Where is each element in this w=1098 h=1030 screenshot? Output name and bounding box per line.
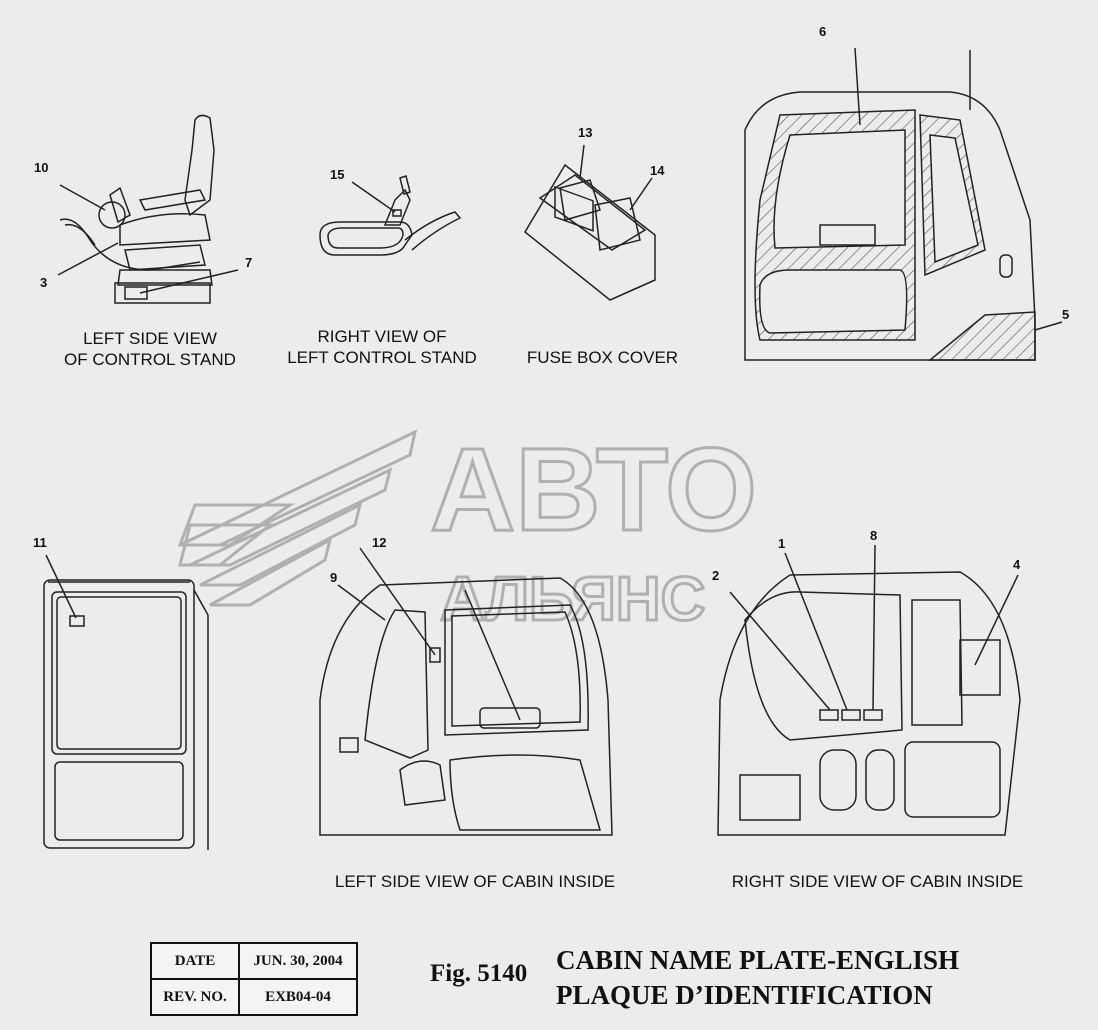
callout-3: 3 [40, 275, 48, 290]
caption-right-cabin: RIGHT SIDE VIEW OF CABIN INSIDE [731, 872, 1024, 891]
cabin-rear-drawing [43, 554, 209, 850]
caption-right-view: RIGHT VIEW OF LEFT CONTROL STAND [287, 327, 477, 367]
callout-7: 7 [245, 255, 253, 270]
caption-left-cabin: LEFT SIDE VIEW OF CABIN INSIDE [334, 872, 616, 891]
rev-value: EXB04-04 [238, 978, 358, 1016]
cabin-right-inside-drawing [717, 544, 1021, 836]
cabin-left-inside-drawing [319, 547, 613, 836]
rev-label: REV. NO. [150, 978, 240, 1016]
callout-8: 8 [870, 528, 878, 543]
watermark-logo [177, 429, 418, 607]
callout-11: 11 [33, 535, 47, 550]
figure-title: CABIN NAME PLATE-ENGLISH PLAQUE D’IDENTI… [556, 943, 959, 1013]
title-block: DATE JUN. 30, 2004 REV. NO. EXB04-04 [150, 942, 358, 1016]
callout-14: 14 [650, 163, 665, 178]
callout-2: 2 [712, 568, 720, 583]
figure-title-line1: CABIN NAME PLATE-ENGLISH [556, 945, 960, 975]
callout-1: 1 [778, 536, 786, 551]
figure-number: Fig. 5140 [430, 960, 528, 987]
date-value: JUN. 30, 2004 [238, 942, 358, 980]
watermark-text-1: АВТО [430, 424, 757, 556]
fuse-box-drawing [524, 144, 656, 301]
callout-4: 4 [1013, 557, 1021, 572]
date-label: DATE [150, 942, 240, 980]
cabin-exterior-drawing [744, 47, 1063, 361]
watermark-text-2: АЛЬЯНС [440, 565, 705, 634]
callout-15: 15 [330, 167, 345, 182]
callout-5: 5 [1062, 307, 1070, 322]
callout-13: 13 [578, 125, 593, 140]
caption-left-side-view: LEFT SIDE VIEW OF CONTROL STAND [64, 329, 236, 369]
caption-fuse-box: FUSE BOX COVER [526, 348, 679, 367]
callout-12: 12 [372, 535, 387, 550]
callout-6: 6 [819, 24, 827, 39]
figure-title-line2: PLAQUE D’IDENTIFICATION [556, 980, 933, 1010]
seat-drawing [57, 114, 239, 304]
callout-9: 9 [330, 570, 338, 585]
control-stand-drawing [319, 175, 462, 256]
callout-10: 10 [34, 160, 49, 175]
